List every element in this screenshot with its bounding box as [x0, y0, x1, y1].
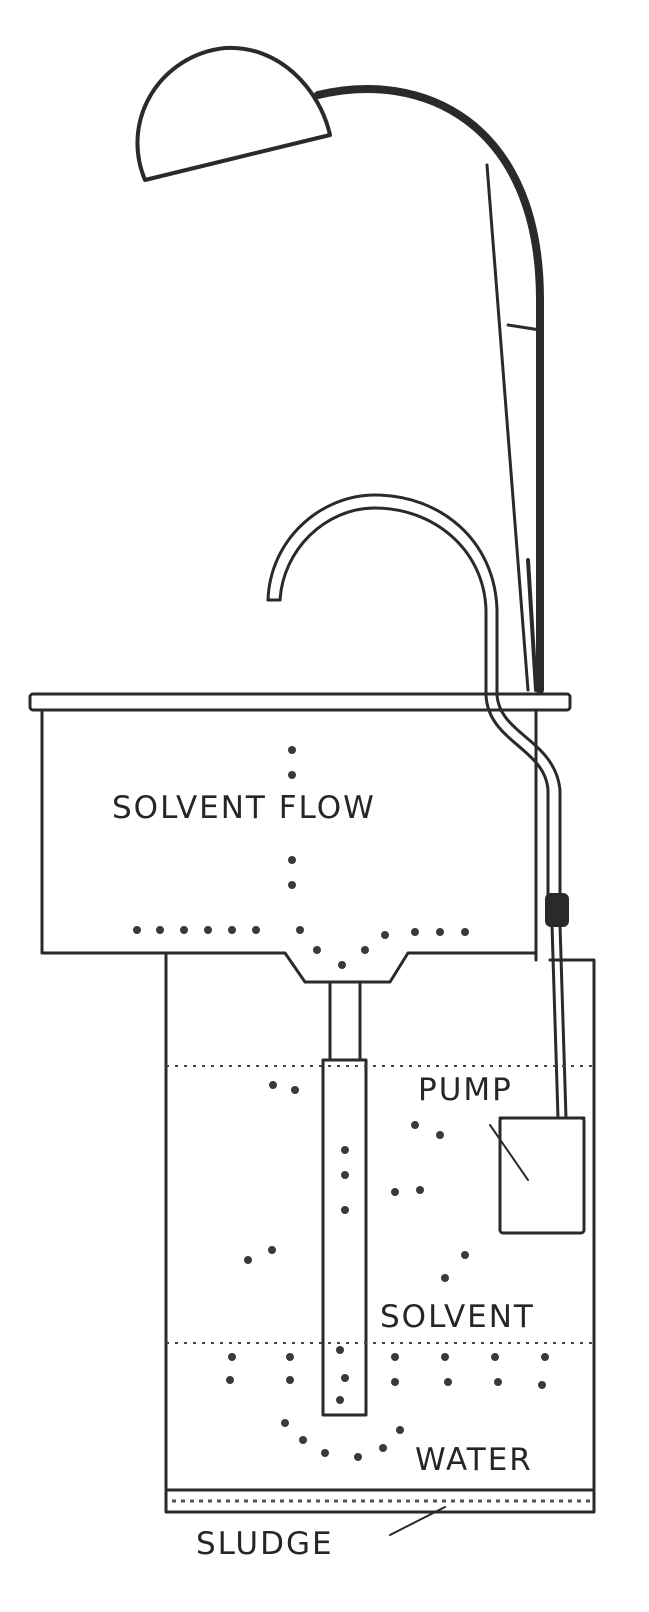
sludge-pointer — [389, 1506, 446, 1536]
tank — [164, 708, 596, 1492]
label-sludge: SLUDGE — [196, 1526, 334, 1562]
label-solvent: SOLVENT — [380, 1299, 535, 1335]
sink-rim — [28, 692, 572, 712]
label-water: WATER — [415, 1442, 533, 1478]
label-pump: PUMP — [418, 1072, 513, 1108]
lamp-shade — [135, 45, 332, 182]
flow-dots — [133, 746, 549, 1461]
sink-basin — [40, 708, 538, 984]
sludge-layer — [164, 1488, 596, 1514]
label-solvent-flow: SOLVENT FLOW — [112, 790, 376, 826]
feed-hose — [484, 693, 569, 1120]
pump — [489, 1116, 586, 1235]
lamp-arm — [314, 85, 544, 694]
faucet-spout — [266, 493, 499, 697]
drain-tube — [321, 980, 368, 1417]
